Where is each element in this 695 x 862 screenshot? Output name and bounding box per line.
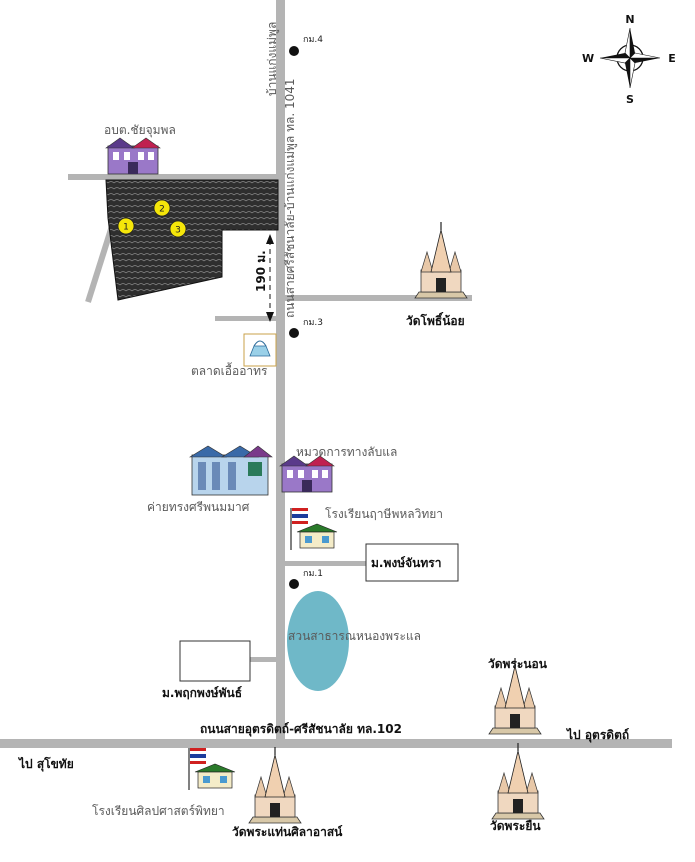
compass-west: W	[582, 52, 594, 65]
site-marker-1: 1	[117, 217, 135, 235]
village-phong-label: ม.พงษ์จันทรา	[371, 556, 441, 570]
roads	[0, 0, 672, 748]
distance-label: 190 ม.	[254, 250, 268, 292]
school-sin-icon	[188, 747, 236, 791]
highway-unit-label: หมวดการทางลับแล	[296, 445, 397, 459]
highway-102-label: ถนนสายอุตรดิตถ์-ศรีสัชนาลัย ทล.102	[200, 722, 402, 737]
site-marker-2: 2	[153, 199, 171, 217]
km-marker-3: กม.3	[289, 318, 323, 338]
compass-south: S	[626, 93, 634, 106]
to-uttaradit-label: ไป อุตรดิตถ์	[565, 727, 629, 743]
village-phong-box	[365, 543, 459, 582]
road-east-wat-pho-noi	[284, 295, 472, 301]
road-diagonal-site	[85, 225, 115, 303]
road-east-village	[284, 561, 366, 566]
wat-phra-non-label: วัดพระนอน	[488, 657, 548, 671]
distance-dimension: 190 ม.	[254, 234, 274, 322]
svg-text:2: 2	[159, 205, 165, 215]
wat-phra-yuen-label: วัดพระยืน	[490, 819, 541, 833]
road-1041-label: ถนนสายศรีสัชนาลัย-บ้านแก่งแม่พูล ทล. 104…	[283, 78, 298, 318]
wat-phra-thaen-label: วัดพระแท่นศิลาอาสน์	[232, 825, 343, 839]
km-marker-1: กม.1	[289, 569, 323, 589]
school-ruesi-label: โรงเรียนฤาษีพหลวิทยา	[325, 507, 443, 521]
school-sin-label: โรงเรียนศิลปศาสตร์พิทยา	[92, 804, 225, 818]
road-1041	[276, 0, 285, 744]
wat-phra-thaen-icon	[248, 746, 302, 824]
wat-pho-noi-icon	[414, 221, 468, 299]
compass-rose: N S E W	[582, 13, 676, 106]
svg-text:กม.4: กม.4	[303, 35, 323, 45]
highway-102	[0, 739, 672, 748]
wat-pho-noi-label: วัดโพธิ์น้อย	[406, 312, 465, 328]
svg-text:3: 3	[175, 226, 181, 236]
road-north-site	[68, 174, 280, 180]
market-icon	[243, 333, 277, 367]
to-sukhothai-label: ไป สุโขทัย	[17, 756, 74, 772]
svg-text:1: 1	[123, 223, 129, 233]
wat-phra-yuen-icon	[491, 742, 545, 820]
svg-text:กม.1: กม.1	[303, 569, 323, 579]
market-label: ตลาดเอื้ออาทร	[191, 362, 268, 378]
road-1041-top-label: บ้านแก่งแม่พูล	[265, 22, 280, 96]
road-west-market	[215, 316, 279, 321]
obt-building-icon	[105, 137, 161, 175]
obt-label: อบต.ชัยจุมพล	[104, 123, 176, 138]
road-west-village	[250, 657, 278, 662]
compass-north: N	[625, 13, 634, 26]
highway-unit-icon	[279, 455, 335, 493]
site-marker-3: 3	[169, 220, 187, 238]
village-pruek-box	[179, 640, 251, 682]
park-pond	[287, 591, 349, 691]
project-site-area	[105, 179, 279, 301]
camp-building-icon	[188, 445, 273, 496]
camp-label: ค่ายทรงศรีพนมมาศ	[147, 500, 250, 514]
village-pruek-label: ม.พฤกพงษ์พันธ์	[162, 686, 242, 700]
park-label: สวนสาธารณหนองพระแล	[288, 629, 421, 643]
compass-east: E	[668, 52, 676, 65]
svg-text:กม.3: กม.3	[303, 318, 323, 328]
km-marker-4: กม.4	[289, 35, 323, 56]
